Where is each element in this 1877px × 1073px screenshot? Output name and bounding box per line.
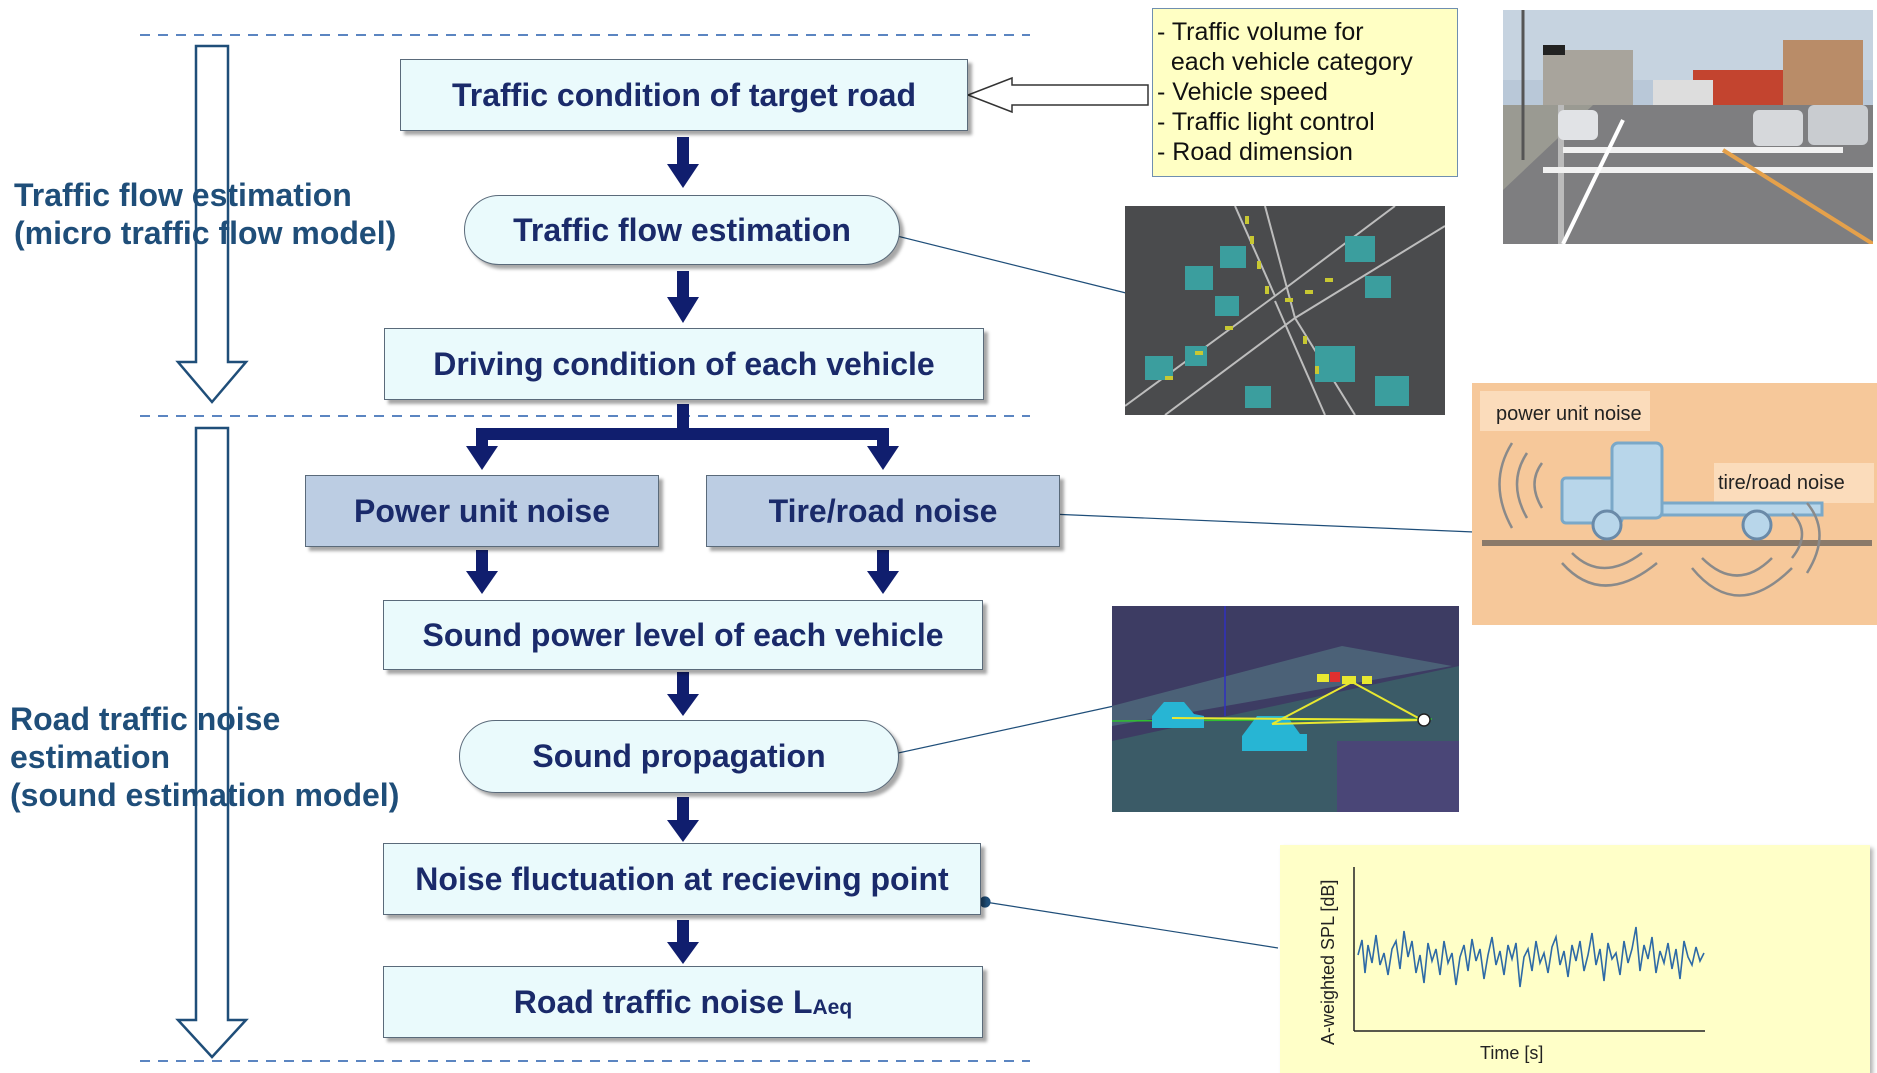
traffic-section-hollow-arrow: [175, 44, 249, 404]
chart-xlabel: Time [s]: [1480, 1043, 1543, 1063]
traffic-input-list: - Traffic volume for each vehicle catego…: [1152, 8, 1458, 177]
sound-propagation-image: [1112, 606, 1459, 812]
box-traffic-condition: Traffic condition of target road: [400, 59, 968, 131]
box-driving-condition: Driving condition of each vehicle: [384, 328, 984, 400]
box-sound-propagation: Sound propagation: [459, 720, 899, 793]
box-tire-road-noise: Tire/road noise: [706, 475, 1060, 547]
input-item: - Traffic volume for: [1157, 18, 1364, 46]
noise-chart: A-weighted SPL [dB] Time [s]: [1318, 867, 1705, 1063]
section-label-road-noise: Road traffic noise estimation (sound est…: [10, 701, 400, 813]
noise-time-series: [1357, 926, 1705, 988]
input-item: - Road dimension: [1157, 138, 1353, 166]
box-traffic-flow-estimation: Traffic flow estimation: [464, 195, 900, 265]
power-unit-noise-label: power unit noise: [1496, 403, 1642, 425]
leader-dot-fluctuation: [979, 896, 991, 908]
road-noise-label: Road traffic noise L: [513, 983, 813, 1020]
input-item: - Vehicle speed: [1157, 78, 1328, 106]
box-power-unit-noise: Power unit noise: [305, 475, 659, 547]
input-hollow-arrow: [965, 76, 1149, 114]
noise-section-hollow-arrow: [175, 426, 249, 1059]
street-photo: [1503, 10, 1873, 244]
road-noise-subscript: Aeq: [812, 996, 853, 1019]
traffic-simulation-image: [1125, 206, 1445, 415]
input-item: - Traffic light control: [1157, 108, 1375, 136]
truck-noise-illustration: power unit noise tire/road noise: [1472, 383, 1877, 625]
box-noise-fluctuation: Noise fluctuation at recieving point: [383, 843, 981, 915]
input-item: each vehicle category: [1157, 48, 1413, 76]
tire-road-noise-label: tire/road noise: [1718, 472, 1845, 494]
section-label-traffic-flow: Traffic flow estimation (micro traffic f…: [14, 177, 397, 251]
chart-ylabel: A-weighted SPL [dB]: [1318, 880, 1338, 1045]
box-sound-power-level: Sound power level of each vehicle: [383, 600, 983, 670]
